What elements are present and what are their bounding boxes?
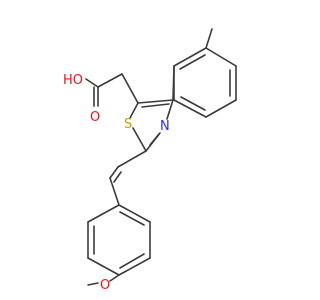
bond-acid-ch2 — [97, 73, 123, 88]
bond-ome — [109, 274, 120, 282]
bond-n-c4 — [166, 99, 174, 120]
bond-mp-3 — [118, 257, 151, 276]
bond-mp-6 — [87, 204, 120, 223]
bond-vinyl-ar — [109, 177, 120, 206]
molecule-canvas: HO O S N O — [63, 28, 237, 293]
bond-tol-4 — [205, 99, 237, 118]
bond-mp-inner-2 — [119, 253, 145, 269]
hydroxyl-oxygen-label: HO — [63, 73, 83, 88]
thiazole-sulfur-label: S — [124, 117, 132, 132]
bond-ch2-c5 — [121, 73, 139, 104]
bond-s-c2 — [132, 127, 147, 152]
bond-tol-inner-1 — [179, 54, 206, 70]
structure-diagram: HO O S N O — [63, 28, 237, 293]
bond-c2-n-inner — [149, 133, 160, 146]
bond-vinyl-inner — [113, 171, 122, 183]
carbonyl-oxygen-label: O — [90, 110, 100, 125]
bond-mp-4 — [87, 257, 120, 276]
bond-methoxy-methyl — [87, 282, 99, 286]
bond-tol-inner-3 — [180, 96, 206, 111]
thiazole-nitrogen-label: N — [160, 119, 170, 134]
bond-vinyl — [109, 166, 119, 179]
bond-c5-c4-inner — [141, 103, 170, 108]
methoxy-oxygen-label: O — [100, 278, 110, 293]
bond-tol-2 — [205, 47, 237, 67]
bond-tol-1 — [173, 47, 207, 67]
bond-mp-1 — [118, 204, 151, 223]
bond-layer — [85, 28, 237, 286]
bond-c2-vinyl — [117, 150, 147, 168]
bond-methyl — [205, 28, 213, 49]
bond-c5-s — [129, 102, 139, 119]
bond-tol-5 — [173, 99, 207, 118]
bond-mp-inner-1 — [119, 211, 145, 226]
bond-oh — [85, 78, 99, 88]
bond-c5-c4 — [137, 99, 174, 104]
